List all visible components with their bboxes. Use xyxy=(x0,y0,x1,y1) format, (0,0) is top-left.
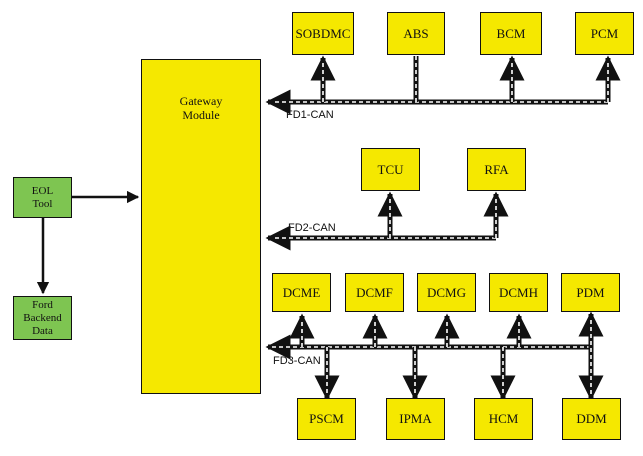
fd3-can-bus xyxy=(265,311,604,401)
fd2-can-label: FD2-CAN xyxy=(288,222,336,234)
module-ipma: IPMA xyxy=(386,398,445,440)
gateway-label-line1: Gateway xyxy=(179,94,223,108)
ford-backend-line3: Data xyxy=(32,324,53,337)
fd2-can-bus xyxy=(265,191,509,251)
ford-backend-line1: Ford xyxy=(32,298,53,311)
eol-tool-line1: EOL xyxy=(31,184,54,197)
module-bcm: BCM xyxy=(480,12,542,55)
module-pdm: PDM xyxy=(561,273,620,312)
fd1-can-label: FD1-CAN xyxy=(286,109,334,121)
module-hcm: HCM xyxy=(474,398,533,440)
fd1-can-bus xyxy=(265,55,621,115)
module-pcm: PCM xyxy=(575,12,634,55)
eol-tool: EOL Tool xyxy=(13,177,72,218)
module-ddm: DDM xyxy=(562,398,621,440)
module-dcmf: DCMF xyxy=(345,273,404,312)
module-sobdmc: SOBDMC xyxy=(292,12,354,55)
gateway-module xyxy=(141,59,261,394)
module-dcmg: DCMG xyxy=(417,273,476,312)
gateway-module-label: Gateway Module xyxy=(141,94,261,122)
ford-backend-line2: Backend xyxy=(23,311,62,324)
module-pscm: PSCM xyxy=(297,398,356,440)
fd3-can-label: FD3-CAN xyxy=(273,355,321,367)
module-abs: ABS xyxy=(387,12,445,55)
eol-tool-line2: Tool xyxy=(32,197,53,210)
fd1-drops xyxy=(310,55,621,102)
module-dcme: DCME xyxy=(272,273,331,312)
gateway-label-line2: Module xyxy=(182,108,220,122)
module-dcmh: DCMH xyxy=(489,273,548,312)
ford-backend-data: Ford Backend Data xyxy=(13,296,72,340)
module-rfa: RFA xyxy=(467,148,526,191)
module-tcu: TCU xyxy=(361,148,420,191)
eol-connections xyxy=(36,190,140,295)
